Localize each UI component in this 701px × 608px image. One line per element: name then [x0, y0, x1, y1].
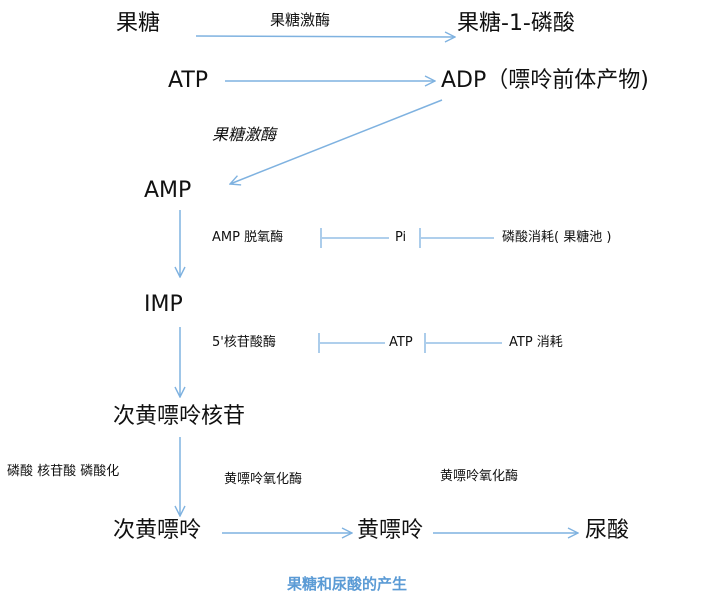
node-adp: ADP（嘌呤前体产物)	[441, 68, 649, 93]
label-nucleoside-phosphorylase: 磷酸 核苷酸 磷酸化	[7, 464, 120, 479]
label-atp-middle: ATP	[389, 335, 413, 350]
label-5-nucleotidase: 5'核苷酸酶	[212, 335, 276, 350]
label-xanthine-oxidase-2: 黄嘌呤氧化酶	[440, 469, 519, 484]
figure-caption: 果糖和尿酸的产生	[287, 575, 408, 593]
node-hypoxanthine: 次黄嘌呤	[113, 518, 202, 543]
label-fructokinase-diagonal: 果糖激酶	[212, 125, 277, 144]
node-amp: AMP	[144, 178, 192, 203]
label-pi: Pi	[395, 230, 407, 245]
node-atp: ATP	[168, 68, 209, 93]
label-atp-consumption: ATP 消耗	[509, 335, 563, 350]
arrow-adp-to-amp	[230, 99, 443, 184]
label-fructokinase-top: 果糖激酶	[270, 11, 331, 29]
node-inosine: 次黄嘌呤核苷	[113, 404, 246, 429]
node-xanthine: 黄嘌呤	[357, 518, 424, 543]
node-uric-acid: 尿酸	[585, 518, 630, 543]
node-fructose-1-phosphate: 果糖-1-磷酸	[457, 11, 575, 36]
arrow-fructose-to-f1p	[195, 36, 455, 37]
label-phosphate-depletion: 磷酸消耗( 果糖池 )	[502, 230, 612, 245]
node-imp: IMP	[144, 292, 183, 317]
label-amp-deaminase: AMP 脱氧酶	[212, 230, 284, 245]
label-xanthine-oxidase-1: 黄嘌呤氧化酶	[224, 472, 303, 487]
node-fructose: 果糖	[116, 11, 161, 36]
